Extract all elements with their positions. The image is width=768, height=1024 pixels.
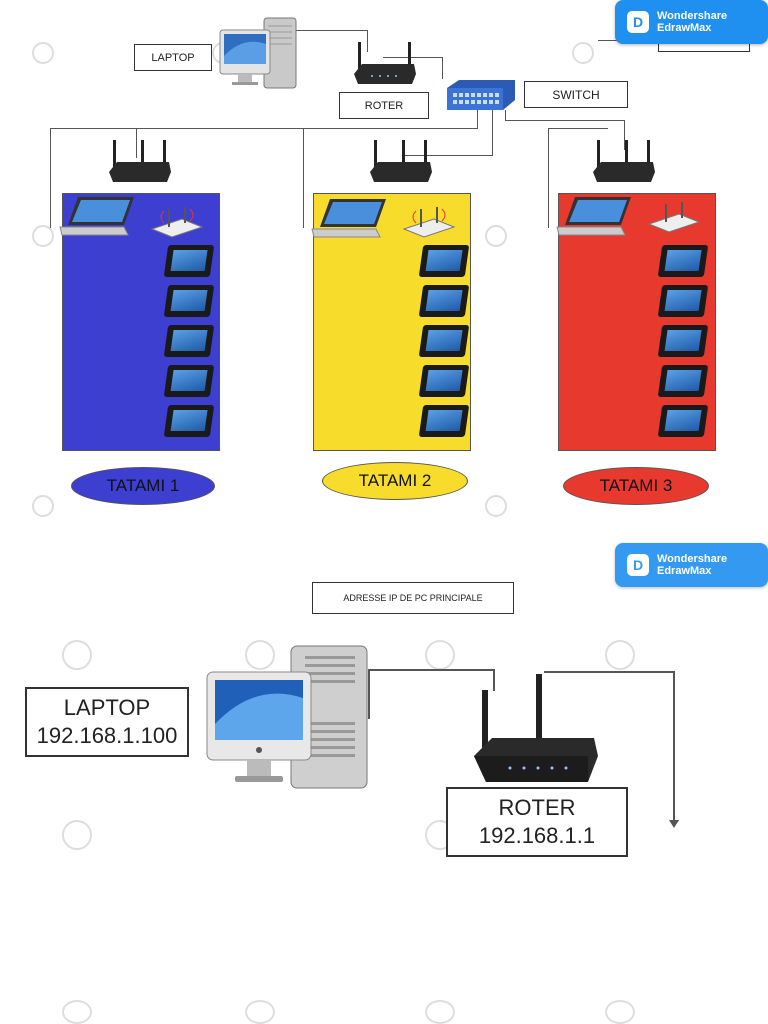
watermark-mark xyxy=(62,1000,92,1024)
badge-line2: EdrawMax xyxy=(657,565,712,577)
tatami-2-laptop-icon xyxy=(310,197,390,241)
ip-title: ADRESSE IP DE PC PRINCIPALE xyxy=(343,593,483,603)
tatami-2-label: TATAMI 2 xyxy=(358,471,432,490)
connector-line xyxy=(505,110,506,120)
watermark-mark xyxy=(62,640,92,670)
tatami-1-ellipse: TATAMI 1 xyxy=(71,467,215,505)
watermark-mark xyxy=(32,225,54,247)
connector-line xyxy=(368,669,494,671)
tatami-3-label: TATAMI 3 xyxy=(599,476,673,495)
laptop-label-box: LAPTOP xyxy=(134,44,212,71)
router-icon xyxy=(352,40,418,90)
edrawmax-badge-bottom: D Wondershare EdrawMax xyxy=(615,543,768,587)
tatami-3-wifi-access-point-icon xyxy=(645,200,703,234)
arrow-head-icon xyxy=(669,820,679,828)
connector-line xyxy=(303,128,383,129)
connector-line xyxy=(303,128,304,228)
connector-line xyxy=(50,128,51,228)
tatami-2-tablet-icon xyxy=(418,405,470,437)
ip-title-box: ADRESSE IP DE PC PRINCIPALE xyxy=(312,582,514,614)
connector-line xyxy=(136,128,137,158)
connector-line xyxy=(624,120,625,150)
connector-line xyxy=(544,671,674,673)
router-icon xyxy=(470,672,602,790)
tatami-2-tablet-icon xyxy=(418,245,470,277)
tatami-2-tablet-icon xyxy=(418,365,470,397)
tatami-1-wifi-access-point-icon xyxy=(148,205,206,239)
watermark-mark xyxy=(605,640,635,670)
tatami-3-router-icon xyxy=(591,138,657,188)
laptop-ip-address: 192.168.1.100 xyxy=(36,723,178,748)
connector-line xyxy=(383,57,443,58)
watermark-mark xyxy=(485,225,507,247)
tatami-2-tablet-icon xyxy=(418,325,470,357)
tatami-3-tablet-icon xyxy=(657,245,709,277)
connector-line xyxy=(368,669,370,719)
tatami-2-router-icon xyxy=(368,138,434,188)
router-label-box: ROTER xyxy=(339,92,429,119)
switch-label-box: SWITCH xyxy=(524,81,628,108)
connector-line xyxy=(50,128,478,129)
tatami-3-tablet-icon xyxy=(657,365,709,397)
router-label: ROTER xyxy=(364,99,404,112)
badge-line1: Wondershare xyxy=(657,10,728,22)
router-ip-label: ROTER xyxy=(498,795,576,820)
tatami-3-laptop-icon xyxy=(555,195,635,239)
edrawmax-logo-icon: D xyxy=(627,11,649,33)
connector-line xyxy=(442,57,443,79)
router-ip-box: ROTER 192.168.1.1 xyxy=(446,787,628,857)
tatami-3-tablet-icon xyxy=(657,405,709,437)
tatami-1-tablet-icon xyxy=(163,325,215,357)
router-ip-address: 192.168.1.1 xyxy=(478,823,596,848)
watermark-mark xyxy=(62,820,92,850)
tatami-1-tablet-icon xyxy=(163,285,215,317)
desktop-pc-icon xyxy=(205,642,373,792)
tatami-1-label: TATAMI 1 xyxy=(106,476,180,495)
watermark-mark xyxy=(425,640,455,670)
watermark-mark xyxy=(32,495,54,517)
tatami-3-tablet-icon xyxy=(657,325,709,357)
desktop-pc-icon xyxy=(218,16,302,90)
tatami-1-tablet-icon xyxy=(163,365,215,397)
tatami-1-laptop-icon xyxy=(58,195,138,239)
watermark-mark xyxy=(245,640,275,670)
watermark-mark xyxy=(572,42,594,64)
badge-line1: Wondershare xyxy=(657,553,728,565)
watermark-mark xyxy=(605,1000,635,1024)
edrawmax-logo-icon: D xyxy=(627,554,649,576)
connector-line xyxy=(673,671,675,823)
connector-line xyxy=(477,110,478,128)
tatami-1-tablet-icon xyxy=(163,245,215,277)
connector-line xyxy=(492,110,493,155)
connector-line xyxy=(404,155,493,156)
connector-line xyxy=(548,128,608,129)
watermark-mark xyxy=(245,1000,275,1024)
switch-icon xyxy=(445,78,517,112)
tatami-1-tablet-icon xyxy=(163,405,215,437)
connector-line xyxy=(505,120,625,121)
connector-line xyxy=(288,30,368,31)
laptop-label: LAPTOP xyxy=(151,51,195,64)
laptop-ip-box: LAPTOP 192.168.1.100 xyxy=(25,687,189,757)
laptop-ip-label: LAPTOP xyxy=(63,695,151,720)
watermark-mark xyxy=(32,42,54,64)
tatami-2-ellipse: TATAMI 2 xyxy=(322,462,468,500)
tatami-3-ellipse: TATAMI 3 xyxy=(563,467,709,505)
connector-line xyxy=(493,669,495,691)
tatami-3-tablet-icon xyxy=(657,285,709,317)
watermark-mark xyxy=(425,1000,455,1024)
badge-line2: EdrawMax xyxy=(657,22,712,34)
tatami-2-tablet-icon xyxy=(418,285,470,317)
watermark-mark xyxy=(485,495,507,517)
tatami-1-router-icon xyxy=(107,138,173,188)
connector-line xyxy=(367,30,368,52)
switch-label: SWITCH xyxy=(552,87,600,102)
edrawmax-badge-top: D Wondershare EdrawMax xyxy=(615,0,768,44)
connector-line xyxy=(548,128,549,228)
tatami-2-wifi-access-point-icon xyxy=(400,205,458,239)
